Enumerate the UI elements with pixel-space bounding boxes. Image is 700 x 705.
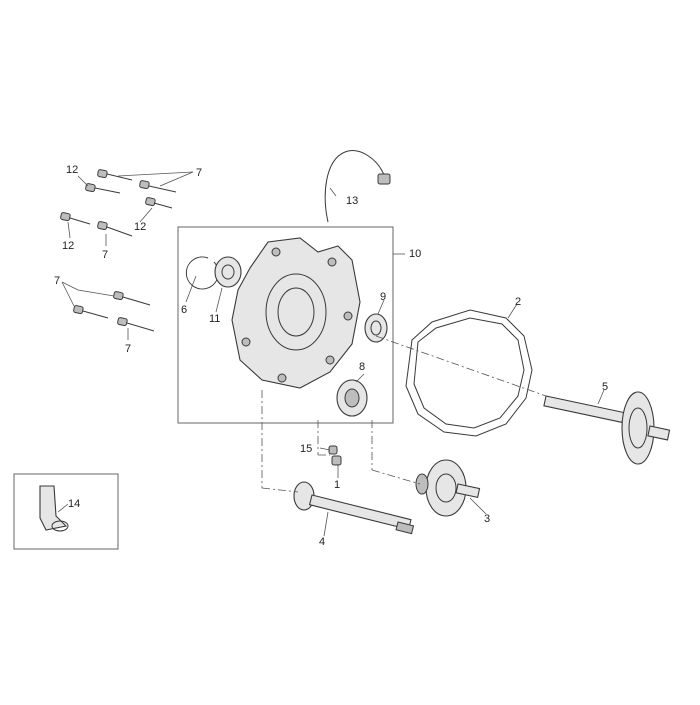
- callout-4: 4: [319, 536, 325, 548]
- callout-12-right: 12: [134, 221, 146, 233]
- callout-8: 8: [359, 361, 365, 373]
- bearing-8: [336, 379, 368, 417]
- bolt-7-top-b: [139, 180, 177, 193]
- callout-13: 13: [346, 195, 358, 207]
- callout-9: 9: [380, 291, 386, 303]
- oil-seal-9: [364, 313, 388, 343]
- callout-12-top: 12: [66, 164, 78, 176]
- plug-1: [331, 455, 342, 466]
- shaft-4: [293, 481, 415, 535]
- bracket-14: [39, 485, 69, 532]
- circlip-6: [185, 256, 219, 290]
- bolt-12-mid: [145, 197, 173, 209]
- transmission-cover: [231, 237, 361, 389]
- seal-11: [214, 256, 242, 288]
- bolt-7-lower-c: [117, 317, 155, 332]
- callout-15: 15: [300, 443, 312, 455]
- bolt-7-top-a: [97, 169, 133, 181]
- shaft-5: [543, 391, 671, 465]
- callout-5: 5: [602, 381, 608, 393]
- gasket-2: [405, 309, 533, 437]
- callout-7-lower: 7: [125, 343, 131, 355]
- callout-12-left: 12: [62, 240, 74, 252]
- callout-6: 6: [181, 304, 187, 316]
- bolt-7-lower-a: [113, 291, 151, 306]
- bolt-7-lower-b: [73, 305, 109, 319]
- callout-10: 10: [409, 248, 421, 260]
- gear-3: [415, 459, 481, 517]
- callout-11: 11: [209, 313, 220, 325]
- bolt-12-top: [85, 183, 121, 194]
- callout-1: 1: [334, 479, 340, 491]
- leader-lines: [57, 171, 605, 537]
- callout-14: 14: [68, 498, 80, 510]
- inset-frame-14: [13, 473, 119, 550]
- callout-7-mid: 7: [102, 249, 108, 261]
- assembly-lines: [261, 335, 547, 493]
- assembly-frame: [177, 226, 394, 424]
- cable-13: [324, 150, 391, 223]
- callout-2: 2: [515, 296, 521, 308]
- pin-15: [328, 445, 338, 455]
- bolt-group-lower: [73, 291, 155, 332]
- bolt-7-mid: [97, 221, 133, 237]
- callout-labels: 12 7 12 12 7 7 7 13 10 6 11 9 8 2 5 15 1…: [54, 164, 608, 548]
- callout-7-lower-left: 7: [54, 275, 60, 287]
- callout-7-top: 7: [196, 167, 202, 179]
- bolt-12-left: [60, 212, 91, 225]
- bolt-group-top: [60, 169, 177, 237]
- callout-3: 3: [484, 513, 490, 525]
